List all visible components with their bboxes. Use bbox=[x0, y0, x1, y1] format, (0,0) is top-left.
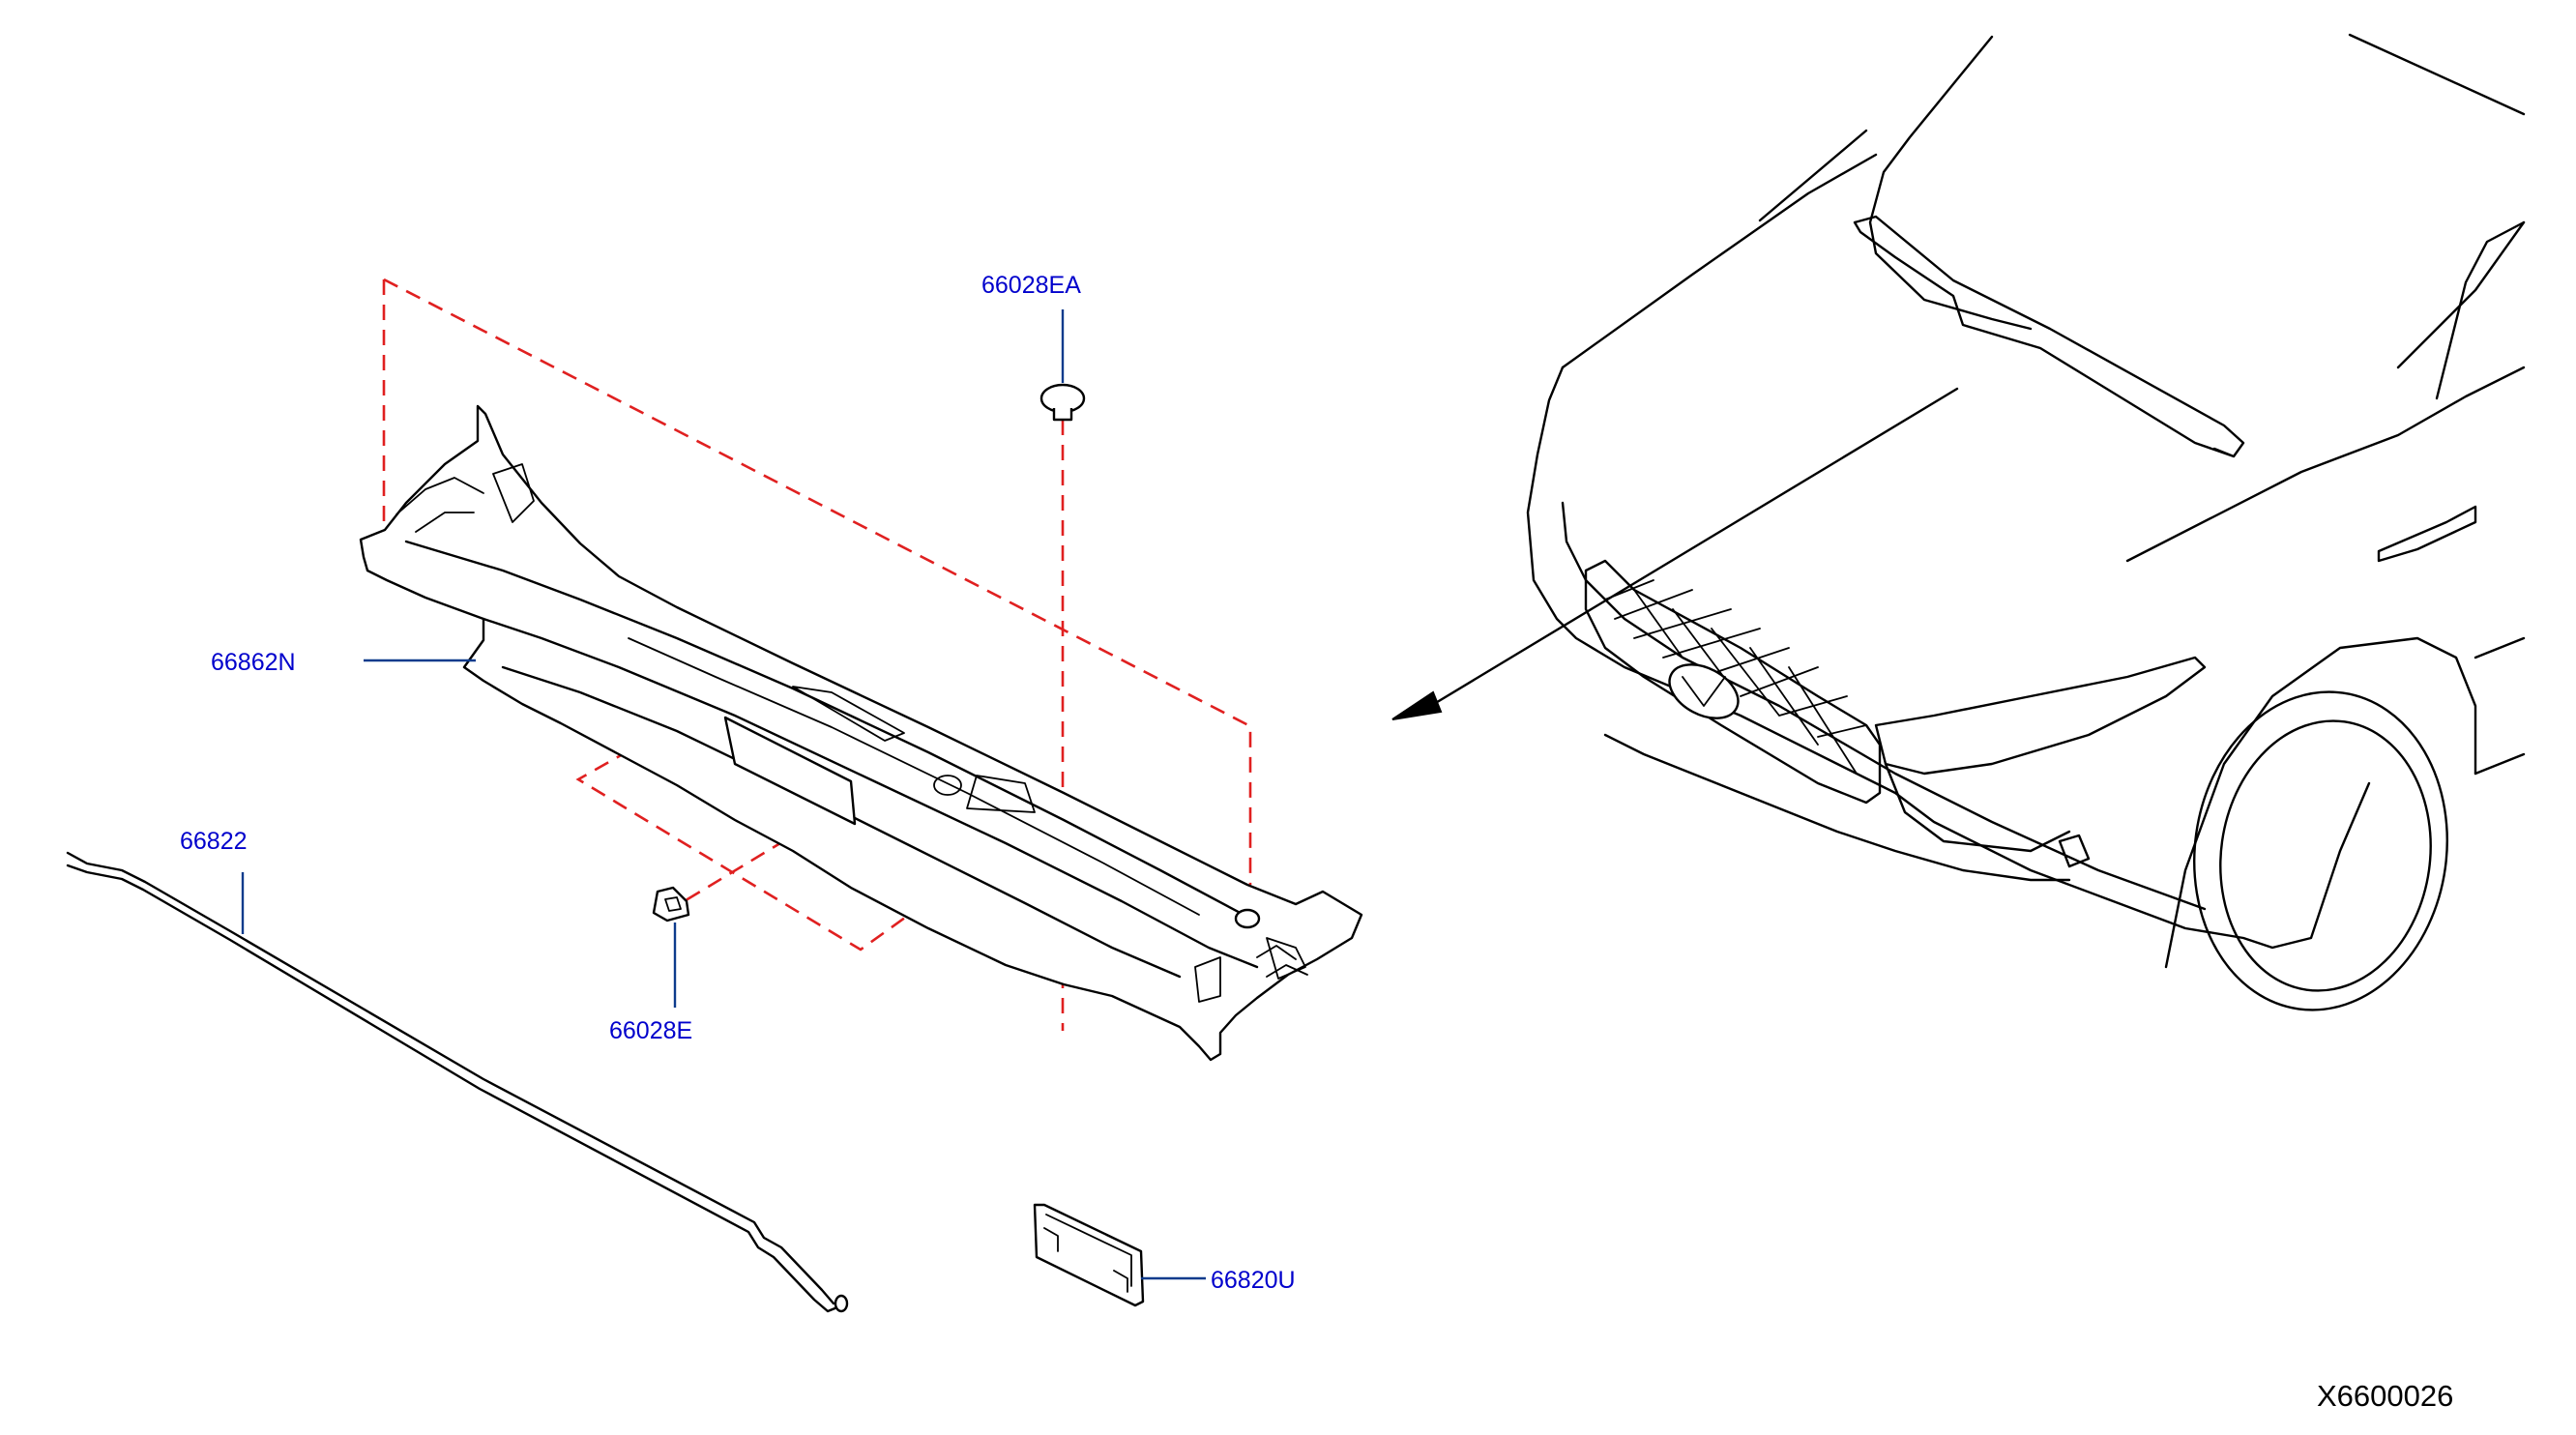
vehicle-location-arrowhead bbox=[1391, 690, 1443, 720]
cowl-front-edge bbox=[482, 617, 1259, 969]
vehicle-tire bbox=[2193, 690, 2448, 1011]
vehicle-fender-line bbox=[2125, 220, 2526, 563]
clip-66028e bbox=[652, 886, 690, 922]
cowl-end-bracket bbox=[1266, 937, 1306, 980]
part-label-66028e: 66028E bbox=[609, 1017, 692, 1044]
vehicle-location-arrow-line bbox=[1427, 387, 1959, 709]
clip-66028ea-head bbox=[1039, 383, 1086, 414]
clip-66028e-body bbox=[652, 886, 690, 922]
vehicle-cowl-recess bbox=[1853, 215, 2245, 458]
vehicle-side-body bbox=[2474, 636, 2526, 776]
vehicle-grille-mesh bbox=[1604, 579, 1867, 775]
vehicle-rim bbox=[2219, 719, 2432, 992]
cowl-vent-slot-1 bbox=[792, 686, 905, 742]
clip-66028ea-stem bbox=[1052, 408, 1073, 422]
clip-66028e-detail bbox=[664, 896, 682, 912]
phantom-line-cowl-outline bbox=[382, 278, 1252, 885]
cowl-seal-outer bbox=[66, 851, 845, 1305]
clip-66028ea bbox=[1039, 383, 1086, 422]
bracket-66820u bbox=[1033, 1203, 1145, 1307]
vehicle-front-fascia bbox=[1526, 366, 2371, 950]
cowl-vent-slot-2 bbox=[966, 775, 1036, 813]
bracket-66820u-body bbox=[1033, 1203, 1145, 1307]
cowl-seal-inner bbox=[66, 864, 839, 1313]
part-label-66028ea: 66028EA bbox=[981, 272, 1081, 299]
vehicle-fog-lamp bbox=[2058, 834, 2091, 868]
cowl-right-end-detail bbox=[1194, 945, 1308, 1003]
vehicle-locator bbox=[1391, 33, 2526, 1011]
part-label-66820u: 66820U bbox=[1211, 1267, 1296, 1294]
part-label-66822: 66822 bbox=[180, 828, 248, 855]
cowl-top-cover-body bbox=[359, 404, 1363, 1062]
vehicle-emblem bbox=[1668, 663, 1740, 719]
cowl-end-hole bbox=[1234, 908, 1261, 929]
part-label-66862n: 66862N bbox=[211, 649, 296, 676]
cowl-hole bbox=[933, 775, 962, 796]
vehicle-wheel-arch bbox=[2164, 636, 2477, 969]
cowl-seal-end bbox=[834, 1294, 849, 1313]
vehicle-emblem-detail bbox=[1682, 676, 1726, 707]
vehicle-roofline bbox=[2348, 33, 2526, 369]
cowl-inner-rib bbox=[628, 637, 1200, 916]
cowl-top-cover bbox=[359, 404, 1363, 1062]
vehicle-headlamp-lower bbox=[1884, 762, 2071, 853]
drawing-number: X6600026 bbox=[2317, 1379, 2453, 1413]
cowl-vent-panel bbox=[723, 716, 857, 826]
cowl-seal bbox=[66, 851, 849, 1313]
vehicle-air-intake bbox=[1603, 733, 2071, 882]
vehicle-headlamp bbox=[1874, 656, 2207, 776]
leader-lines bbox=[241, 309, 1206, 1280]
vehicle-mirror bbox=[2377, 505, 2477, 563]
cowl-top-ridge bbox=[404, 540, 1249, 919]
vehicle-grille-outline bbox=[1584, 559, 1882, 805]
vehicle-hood bbox=[1561, 35, 2033, 369]
bracket-66820u-detail bbox=[1043, 1214, 1132, 1293]
part-callouts: 66028EA 66862N 66822 66028E 66820U bbox=[180, 272, 1296, 1294]
vehicle-front-lower bbox=[1561, 501, 2207, 911]
cowl-left-end-detail bbox=[395, 463, 535, 533]
